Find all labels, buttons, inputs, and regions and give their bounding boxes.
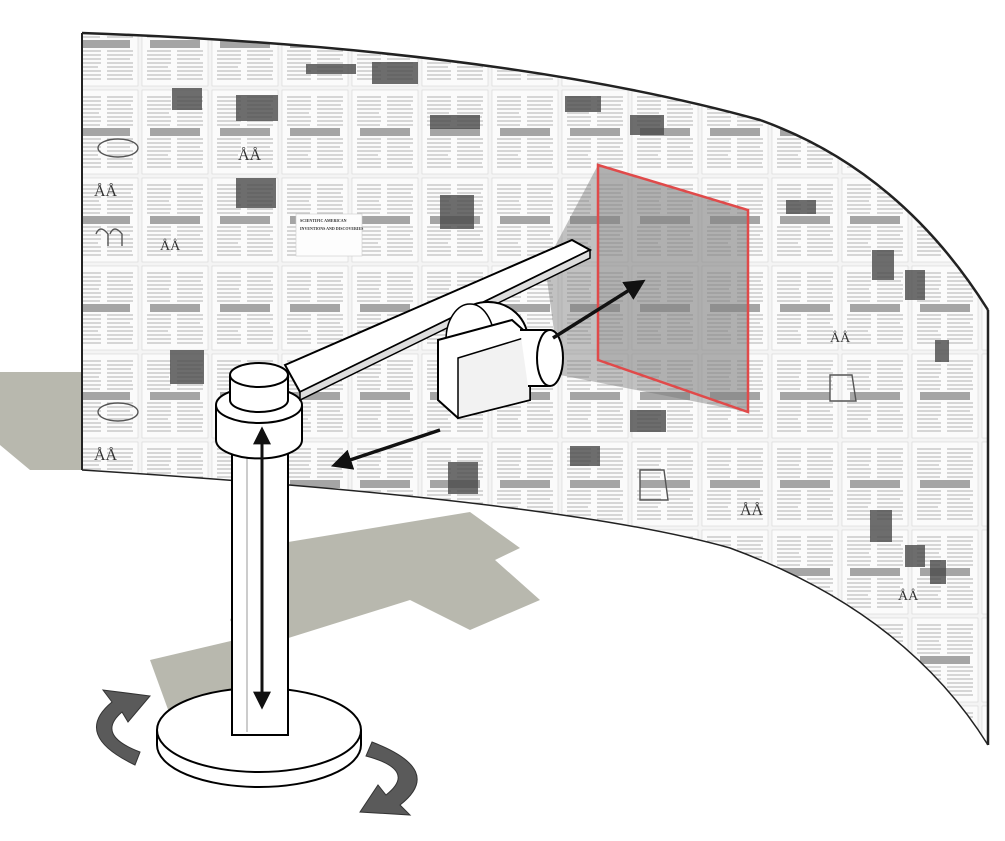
floor-shadows xyxy=(0,372,540,715)
svg-text:ÅÅ: ÅÅ xyxy=(898,588,919,604)
camera-field-of-view xyxy=(545,163,750,414)
center-page-headline: SCIENTIFIC AMERICAN INVENTIONS AND DISCO… xyxy=(295,213,364,257)
rotation-arrow-icon xyxy=(96,689,151,766)
page-illustrations: ÅÅ ÅÅ ÅÅ ÅÅ ÅÅ ÅÅ ÅÅ SCIENTIFIC AMERICAN… xyxy=(94,62,949,604)
motion-arrows xyxy=(96,279,646,816)
boom-arm xyxy=(283,238,593,402)
rotation-arrow-icon xyxy=(359,741,418,816)
svg-text:ÅÅ: ÅÅ xyxy=(740,501,764,519)
svg-text:ÅÅ: ÅÅ xyxy=(830,330,851,346)
stand xyxy=(156,362,362,788)
page-headline-1: SCIENTIFIC AMERICAN xyxy=(300,218,347,223)
depth-arrow-icon xyxy=(552,279,646,340)
page-headline-2: INVENTIONS AND DISCOVERIES xyxy=(300,226,364,231)
horizontal-arrow-icon xyxy=(331,428,441,470)
curved-page-wall: ÅÅ ÅÅ ÅÅ ÅÅ ÅÅ ÅÅ ÅÅ SCIENTIFIC AMERICAN… xyxy=(81,31,990,746)
svg-text:ÅÅ: ÅÅ xyxy=(94,182,118,200)
camera-assembly xyxy=(437,301,564,420)
svg-text:ÅÅ: ÅÅ xyxy=(238,146,262,164)
svg-text:ÅÅ: ÅÅ xyxy=(160,238,181,254)
svg-text:ÅÅ: ÅÅ xyxy=(94,446,118,464)
